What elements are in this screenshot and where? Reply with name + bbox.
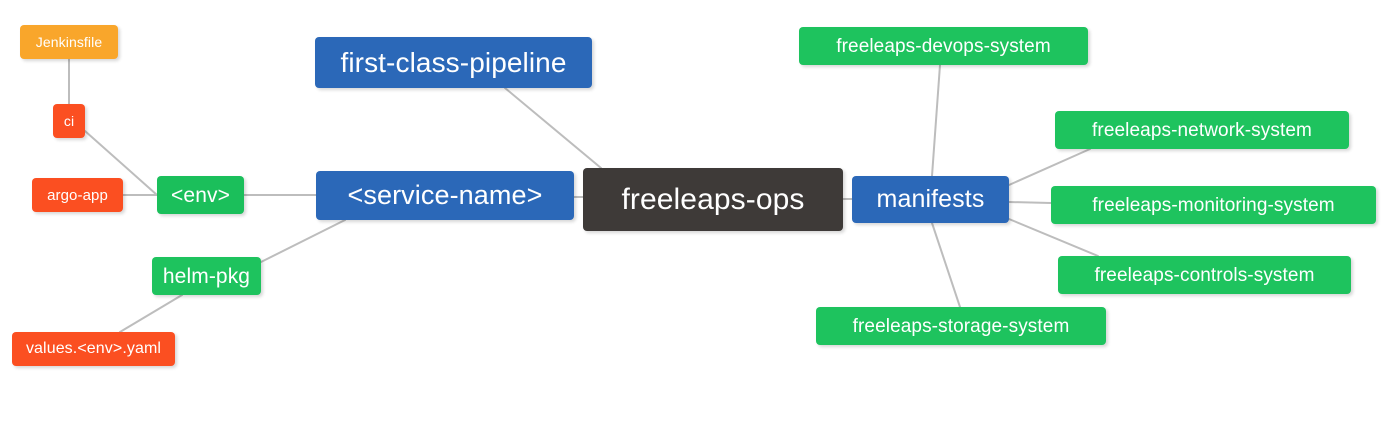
node-freeleaps-controls-system[interactable]: freeleaps-controls-system: [1058, 256, 1351, 294]
node-freeleaps-devops-system[interactable]: freeleaps-devops-system: [799, 27, 1088, 65]
node-label-jenkinsfile: Jenkinsfile: [35, 34, 103, 50]
node-label-values-yaml: values.<env>.yaml: [25, 340, 162, 357]
edge-values-yaml-to-helm-pkg: [119, 294, 183, 333]
node-label-first-class-pipeline: first-class-pipeline: [340, 46, 567, 78]
node-freeleaps-ops[interactable]: freeleaps-ops: [583, 168, 843, 231]
node-label-freeleaps-controls-system: freeleaps-controls-system: [1094, 264, 1315, 286]
node-first-class-pipeline[interactable]: first-class-pipeline: [315, 37, 592, 88]
node-label-service-name: <service-name>: [347, 180, 543, 210]
edge-manifests-to-freeleaps-monitoring-system: [1008, 201, 1052, 204]
node-values-yaml[interactable]: values.<env>.yaml: [12, 332, 175, 366]
node-manifests[interactable]: manifests: [852, 176, 1009, 223]
node-label-helm-pkg: helm-pkg: [162, 264, 251, 288]
node-ci[interactable]: ci: [53, 104, 85, 138]
node-freeleaps-network-system[interactable]: freeleaps-network-system: [1055, 111, 1349, 149]
edge-manifests-to-freeleaps-controls-system: [1008, 218, 1099, 257]
node-label-freeleaps-storage-system: freeleaps-storage-system: [852, 315, 1070, 337]
node-label-env: <env>: [171, 183, 230, 207]
node-label-ci: ci: [63, 113, 75, 129]
node-service-name[interactable]: <service-name>: [316, 171, 574, 220]
node-helm-pkg[interactable]: helm-pkg: [152, 257, 261, 295]
edge-first-class-pipeline-to-freeleaps-ops: [504, 87, 602, 169]
node-label-freeleaps-monitoring-system: freeleaps-monitoring-system: [1092, 194, 1335, 216]
node-freeleaps-storage-system[interactable]: freeleaps-storage-system: [816, 307, 1106, 345]
node-label-argo-app: argo-app: [47, 186, 108, 204]
node-env[interactable]: <env>: [157, 176, 244, 214]
node-label-freeleaps-network-system: freeleaps-network-system: [1092, 119, 1312, 141]
node-freeleaps-monitoring-system[interactable]: freeleaps-monitoring-system: [1051, 186, 1376, 224]
edge-manifests-to-freeleaps-storage-system: [931, 222, 961, 308]
edge-manifests-to-freeleaps-network-system: [1008, 148, 1091, 186]
edge-manifests-to-freeleaps-devops-system: [931, 64, 941, 177]
node-argo-app[interactable]: argo-app: [32, 178, 123, 212]
node-label-freeleaps-ops: freeleaps-ops: [621, 182, 805, 216]
node-jenkinsfile[interactable]: Jenkinsfile: [20, 25, 118, 59]
edge-helm-pkg-to-service-name: [260, 219, 346, 263]
node-label-freeleaps-devops-system: freeleaps-devops-system: [836, 35, 1051, 57]
node-label-manifests: manifests: [876, 185, 985, 213]
